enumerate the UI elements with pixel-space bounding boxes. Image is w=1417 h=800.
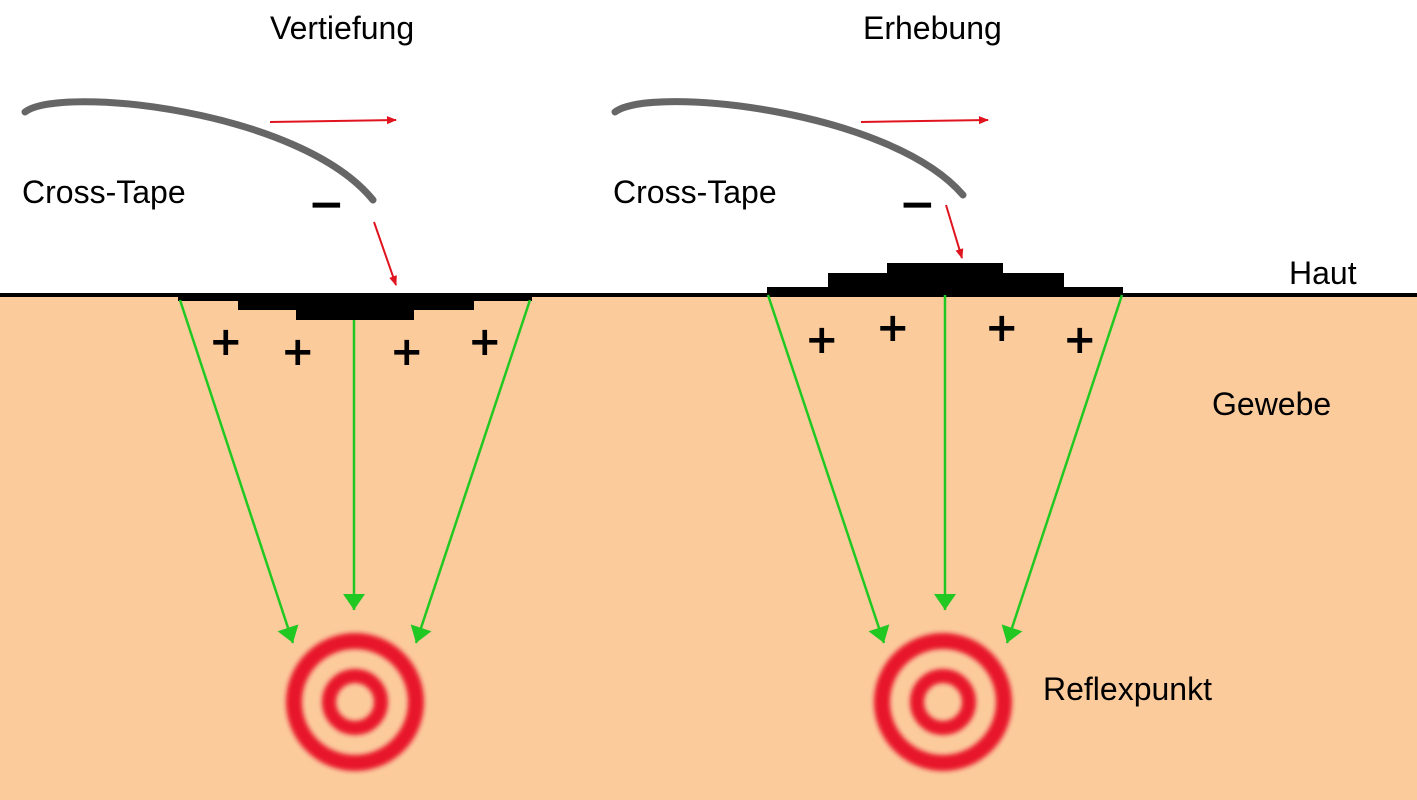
plus-sign-right-3: + bbox=[985, 305, 1019, 351]
title-erhebung: Erhebung bbox=[863, 10, 1002, 46]
label-reflexpunkt: Reflexpunkt bbox=[1043, 671, 1212, 707]
reflex-point-right bbox=[874, 633, 1012, 771]
tape-depression bbox=[178, 295, 532, 320]
label-haut: Haut bbox=[1289, 255, 1357, 291]
label-cross-tape-left: Cross-Tape bbox=[22, 174, 186, 210]
plus-sign-left-1: + bbox=[209, 319, 243, 365]
minus-sign-left: − bbox=[308, 179, 345, 230]
convergence-lines-left bbox=[178, 299, 532, 644]
plus-sign-right-2: + bbox=[876, 305, 910, 351]
plus-sign-right-1: + bbox=[805, 317, 839, 363]
plus-sign-left-4: + bbox=[468, 319, 502, 365]
label-cross-tape-right: Cross-Tape bbox=[613, 174, 777, 210]
direction-arrow-right bbox=[860, 116, 989, 125]
convergence-lines-right bbox=[766, 294, 1124, 644]
label-gewebe: Gewebe bbox=[1212, 386, 1332, 422]
reflex-point-left bbox=[286, 633, 424, 771]
title-vertiefung: Vertiefung bbox=[270, 10, 415, 46]
cross-tape-arc-left bbox=[21, 98, 377, 204]
pull-arrow-right bbox=[945, 204, 964, 259]
direction-arrow-left bbox=[269, 116, 397, 125]
tape-elevation bbox=[767, 263, 1123, 295]
plus-sign-right-4: + bbox=[1063, 317, 1097, 363]
pull-arrow-left bbox=[373, 221, 397, 286]
plus-sign-left-2: + bbox=[281, 329, 315, 375]
tissue-area bbox=[0, 295, 1417, 800]
minus-sign-right: − bbox=[899, 179, 936, 230]
plus-sign-left-3: + bbox=[390, 329, 424, 375]
cross-tape-arc-right bbox=[611, 98, 967, 199]
